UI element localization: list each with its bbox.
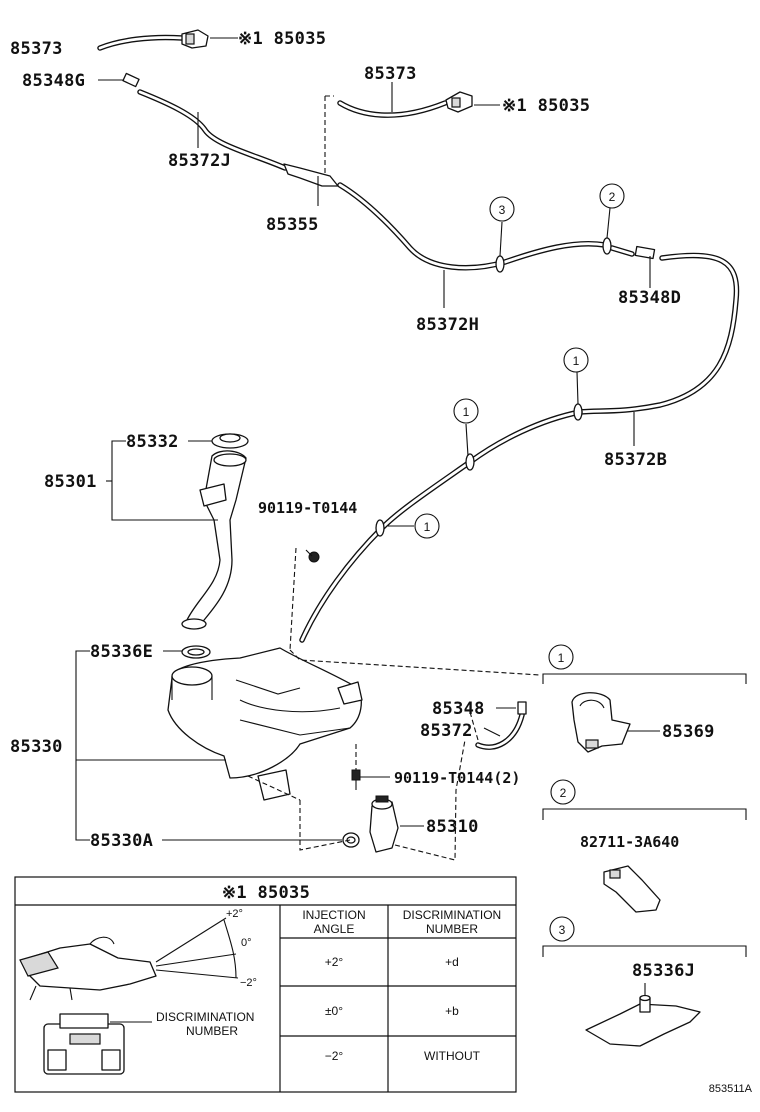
label-85301: 85301	[44, 472, 97, 492]
label-85330a: 85330A	[90, 831, 153, 851]
label-85332: 85332	[126, 432, 179, 452]
angle-minus2: −2°	[240, 977, 257, 989]
figure-code: 853511A	[709, 1083, 753, 1095]
label-85035-top: ※1 85035	[238, 29, 326, 49]
figure-caption-line1: DISCRIMINATION	[156, 1010, 254, 1024]
callout-2: 2	[609, 190, 616, 204]
callout-1-a: 1	[573, 354, 580, 368]
detail-callout-1: 1	[558, 651, 565, 665]
part-labels: 85373 ※1 85035 85348G 85373 ※1 85035 853…	[10, 29, 753, 1095]
row1-number: +d	[445, 955, 459, 969]
guide-lines	[247, 95, 541, 861]
table-title: ※1 85035	[222, 883, 310, 903]
col-angle-line2: ANGLE	[314, 922, 355, 936]
col-angle-line1: INJECTION	[302, 908, 365, 922]
label-85372j: 85372J	[168, 151, 231, 171]
figure-caption-line2: NUMBER	[186, 1024, 238, 1038]
row1-angle: +2°	[325, 955, 344, 969]
callout-1-b: 1	[463, 405, 470, 419]
callout-circles: 3 2 1 1 1	[414, 183, 625, 539]
col-number-line1: DISCRIMINATION	[403, 908, 501, 922]
label-85348d: 85348D	[618, 288, 681, 308]
label-85372: 85372	[420, 721, 473, 741]
detail-callout-2: 2	[560, 786, 567, 800]
label-85348g: 85348G	[22, 71, 85, 91]
label-85330: 85330	[10, 737, 63, 757]
label-85372h: 85372H	[416, 315, 479, 335]
label-85355: 85355	[266, 215, 319, 235]
washer-tank-assembly	[167, 433, 399, 853]
label-85348: 85348	[432, 699, 485, 719]
angle-zero: 0°	[241, 937, 252, 949]
angle-plus2: +2°	[226, 908, 243, 920]
label-90119-t0144-2: 90119-T0144(2)	[394, 769, 520, 787]
label-85035-mid: ※1 85035	[502, 96, 590, 116]
label-85372b: 85372B	[604, 450, 667, 470]
callout-3: 3	[499, 203, 506, 217]
label-82711-3a640: 82711-3A640	[580, 833, 679, 851]
injection-angle-table: ※1 85035 INJECTION ANGLE DISCRIMINATION …	[14, 876, 517, 1093]
label-85336e: 85336E	[90, 642, 153, 662]
leader-lines	[75, 37, 660, 841]
detail-panels: 1 2 3	[542, 644, 747, 1047]
label-85373-mid: 85373	[364, 64, 417, 84]
row2-angle: ±0°	[325, 1004, 343, 1018]
detail-callout-3: 3	[559, 923, 566, 937]
label-85310: 85310	[426, 817, 479, 837]
col-number-line2: NUMBER	[426, 922, 478, 936]
label-85369: 85369	[662, 722, 715, 742]
row3-number: WITHOUT	[424, 1049, 481, 1063]
row3-angle: −2°	[325, 1049, 344, 1063]
hoses	[97, 34, 740, 750]
row2-number: +b	[445, 1004, 459, 1018]
callout-1-c: 1	[424, 520, 431, 534]
label-90119-t0144: 90119-T0144	[258, 499, 357, 517]
hose-fittings	[122, 29, 656, 715]
label-85336j: 85336J	[632, 961, 695, 981]
label-85373-top: 85373	[10, 39, 63, 59]
